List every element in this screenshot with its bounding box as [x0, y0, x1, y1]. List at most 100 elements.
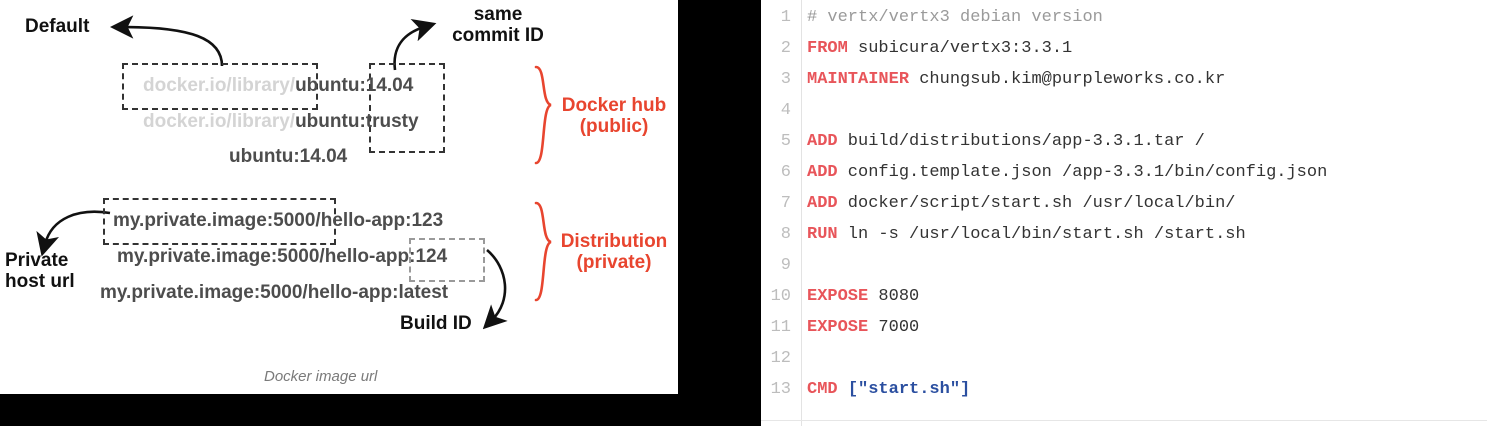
code-line[interactable]: 5 ADD build/distributions/app-3.3.1.tar / — [761, 126, 1487, 157]
diagram-caption: Docker image url — [264, 368, 378, 385]
code-token-comment: # vertx/vertx3 debian version — [807, 8, 1103, 27]
private-url-row-2-tag: :124 — [409, 246, 448, 267]
private-url-row-3-repo: hello-app — [307, 282, 393, 303]
public-url-row-1-tag: :14.04 — [359, 75, 414, 96]
dashbox-image-tag — [369, 63, 445, 153]
code-line[interactable]: 9 — [761, 250, 1487, 281]
distribution-brace — [534, 201, 552, 302]
code-line[interactable]: 3 MAINTAINER chungsub.kim@purpleworks.co.… — [761, 64, 1487, 95]
code-line[interactable]: 8 RUN ln -s /usr/local/bin/start.sh /star… — [761, 219, 1487, 250]
public-url-row-2-repo: ubuntu — [295, 111, 360, 132]
build-id-arrow — [482, 249, 508, 330]
line-number: 5 — [780, 132, 791, 151]
code-token-kw: ADD — [807, 163, 838, 182]
code-line-content[interactable]: RUN ln -s /usr/local/bin/start.sh /start… — [807, 219, 1487, 250]
code-token-kw: EXPOSE — [807, 318, 869, 337]
label-build-id: Build ID — [400, 313, 472, 334]
code-token-plain: chungsub.kim@purpleworks.co.kr — [909, 70, 1226, 89]
code-token-plain: 8080 — [868, 287, 920, 306]
line-number: 8 — [780, 225, 791, 244]
public-url-row-2-prefix: docker.io/library/ — [143, 111, 296, 132]
group-label-docker-hub: Docker hub (public) — [553, 95, 675, 137]
code-token-kw: ADD — [807, 194, 838, 213]
private-url-row-3-host: my.private.image:5000/ — [100, 282, 308, 303]
label-same-commit-id: same commit ID — [438, 4, 558, 46]
line-number: 10 — [770, 287, 791, 306]
private-url-row-1: my.private.image:5000/hello-app:123 — [113, 210, 443, 232]
code-line[interactable]: 12 — [761, 343, 1487, 374]
line-number: 13 — [770, 380, 791, 399]
line-number: 2 — [780, 39, 791, 58]
public-url-row-3: ubuntu:14.04 — [229, 146, 347, 168]
code-token-plain — [838, 380, 848, 399]
private-url-row-1-repo: hello-app — [320, 210, 406, 231]
code-line[interactable]: 10 EXPOSE 8080 — [761, 281, 1487, 312]
private-url-row-1-host: my.private.image:5000/ — [113, 210, 321, 231]
code-line-content[interactable]: ADD build/distributions/app-3.3.1.tar / — [807, 126, 1487, 157]
code-token-kw: RUN — [807, 225, 838, 244]
code-line[interactable]: 2 FROM subicura/vertx3:3.3.1 — [761, 33, 1487, 64]
public-url-row-3-repo: ubuntu — [229, 146, 294, 167]
private-url-row-3-tag: :latest — [392, 282, 449, 303]
code-token-kw: MAINTAINER — [807, 70, 910, 89]
code-line[interactable]: 11 EXPOSE 7000 — [761, 312, 1487, 343]
dashbox-private-host-url — [103, 198, 336, 245]
label-same-commit-id-line1: same — [473, 4, 523, 25]
public-url-row-2: docker.io/library/ubuntu:trusty — [143, 111, 419, 133]
diagram-arrows-and-braces — [36, 15, 552, 330]
code-token-plain: ln -s /usr/local/bin/start.sh /start.sh — [837, 225, 1246, 244]
line-number: 6 — [780, 163, 791, 182]
code-token-plain: 7000 — [868, 318, 920, 337]
code-token-plain: config.template.json /app-3.3.1/bin/conf… — [837, 163, 1328, 182]
private-url-row-2-host: my.private.image:5000/ — [117, 246, 325, 267]
code-line-content[interactable]: MAINTAINER chungsub.kim@purpleworks.co.k… — [807, 64, 1487, 95]
code-token-kw: EXPOSE — [807, 287, 869, 306]
code-line-content[interactable]: ADD config.template.json /app-3.3.1/bin/… — [807, 157, 1487, 188]
private-url-row-2-repo: hello-app — [324, 246, 410, 267]
label-private-host-url: Private host url — [5, 250, 115, 292]
private-url-row-3: my.private.image:5000/hello-app:latest — [100, 282, 448, 304]
group-label-docker-hub-line2: (public) — [579, 116, 649, 137]
line-number: 3 — [780, 70, 791, 89]
dockerfile-code-viewer[interactable]: 1 # vertx/vertx3 debian version 2 FROM subi… — [761, 0, 1487, 426]
line-number: 1 — [780, 8, 791, 27]
line-number: 7 — [780, 194, 791, 213]
dashbox-build-id — [409, 238, 485, 282]
code-token-plain: build/distributions/app-3.3.1.tar / — [837, 132, 1205, 151]
group-label-distribution-line2: (private) — [576, 252, 652, 273]
code-line[interactable]: 13 CMD ["start.sh"] — [761, 374, 1487, 405]
group-label-docker-hub-line1: Docker hub — [561, 95, 667, 116]
label-default: Default — [25, 16, 90, 37]
code-line-content[interactable]: EXPOSE 7000 — [807, 312, 1487, 343]
code-line-content[interactable]: FROM subicura/vertx3:3.3.1 — [807, 33, 1487, 64]
public-url-row-3-tag: :14.04 — [293, 146, 348, 167]
docker-image-url-diagram: Default same commit ID Private host url … — [0, 0, 678, 394]
label-same-commit-id-line2: commit ID — [452, 25, 544, 46]
code-line[interactable]: 1 # vertx/vertx3 debian version — [761, 2, 1487, 33]
group-label-distribution: Distribution (private) — [551, 231, 677, 273]
code-line-content[interactable]: EXPOSE 8080 — [807, 281, 1487, 312]
line-number: 9 — [780, 256, 791, 275]
private-url-row-2: my.private.image:5000/hello-app:124 — [117, 246, 447, 268]
code-token-plain: subicura/vertx3:3.3.1 — [847, 39, 1073, 58]
private-host-url-arrow — [36, 210, 111, 257]
code-line-content[interactable]: CMD ["start.sh"] — [807, 374, 1487, 405]
label-private-host-url-line1: Private — [5, 250, 69, 271]
public-url-row-1-repo: ubuntu — [295, 75, 360, 96]
code-line[interactable]: 4 — [761, 95, 1487, 126]
code-line[interactable]: 6 ADD config.template.json /app-3.3.1/bin… — [761, 157, 1487, 188]
line-number: 11 — [770, 318, 791, 337]
public-url-row-1: docker.io/library/ubuntu:14.04 — [143, 75, 413, 97]
line-number: 4 — [780, 101, 791, 120]
code-line[interactable]: 7 ADD docker/script/start.sh /usr/local/b… — [761, 188, 1487, 219]
dashbox-default-registry-prefix — [122, 63, 318, 110]
public-url-row-1-prefix: docker.io/library/ — [143, 75, 296, 96]
code-line-content[interactable]: ADD docker/script/start.sh /usr/local/bi… — [807, 188, 1487, 219]
private-url-row-1-tag: :123 — [405, 210, 444, 231]
line-number-gutter — [761, 0, 802, 426]
code-token-str: ["start.sh"] — [847, 380, 971, 399]
code-token-kw: CMD — [807, 380, 838, 399]
code-line-content[interactable]: # vertx/vertx3 debian version — [807, 2, 1487, 33]
code-panel-bottom-rule — [761, 420, 1487, 421]
default-arrow — [110, 15, 224, 67]
